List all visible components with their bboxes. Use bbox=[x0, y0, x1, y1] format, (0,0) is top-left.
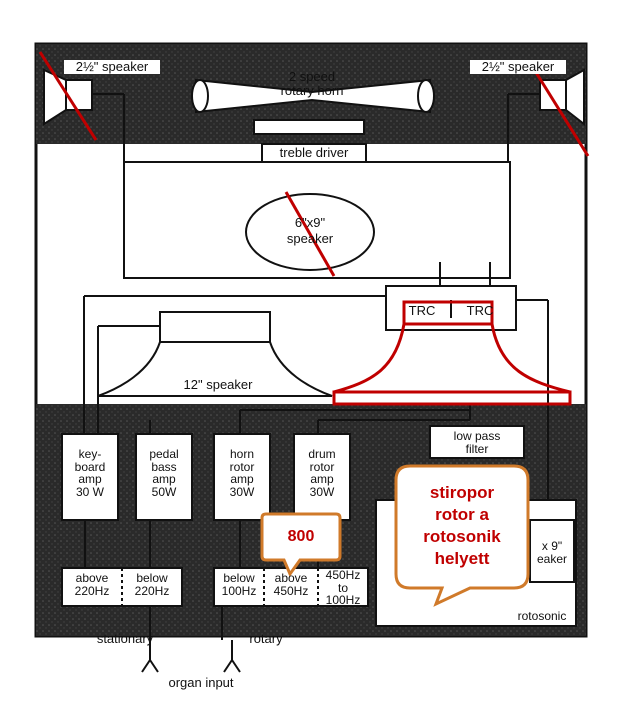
amp-box-keyboard bbox=[61, 433, 119, 521]
bubble-800 bbox=[260, 512, 342, 578]
bubble-800-text: 800 bbox=[287, 528, 315, 545]
oval-speaker-label-line1: 6"x9" bbox=[294, 215, 326, 230]
rotary-horn-right-mouth bbox=[417, 79, 435, 113]
rotosonic-speaker-label: x 9"eaker bbox=[536, 539, 568, 566]
bubble-note bbox=[394, 464, 530, 607]
treble-driver-label: treble driver bbox=[279, 145, 349, 160]
woofer-label: 12" speaker bbox=[183, 377, 253, 392]
rotary-horn-label-line1: 2 speed bbox=[288, 69, 336, 84]
left-small-speaker bbox=[65, 79, 93, 111]
woofer-cone bbox=[97, 341, 333, 397]
rotary-label: rotary bbox=[249, 631, 283, 646]
low-pass-filter-box bbox=[429, 425, 525, 459]
organ-input-plug-right bbox=[223, 658, 241, 673]
organ-input-label: organ input bbox=[168, 675, 234, 690]
trc-right-label: TRC bbox=[466, 303, 494, 318]
oval-speaker-label-line2: speaker bbox=[286, 231, 334, 246]
organ-input-plug-left bbox=[141, 658, 159, 673]
rotosonic-speaker-box bbox=[529, 519, 575, 583]
oval-speaker-baffle bbox=[123, 161, 511, 279]
left-speaker-label: 2½" speaker bbox=[64, 60, 160, 74]
rotary-horn bbox=[195, 78, 431, 114]
bubble-note-text: stiropor rotor a rotosonik helyett bbox=[423, 483, 501, 569]
rotary-horn-label-line2: rotary horn bbox=[280, 83, 344, 98]
rotary-horn-left-mouth bbox=[191, 79, 209, 113]
stationary-label: stationary bbox=[96, 631, 154, 646]
right-small-speaker-cone bbox=[565, 68, 585, 127]
horn-base bbox=[253, 119, 365, 135]
woofer-magnet bbox=[159, 311, 271, 343]
trc-left-label: TRC bbox=[408, 303, 436, 318]
amp-box-drum-rotor bbox=[293, 433, 351, 521]
amp-box-pedal-bass bbox=[135, 433, 193, 521]
amp-box-horn-rotor bbox=[213, 433, 271, 521]
red-annotations bbox=[38, 51, 590, 406]
rotosonic-label: rotosonic bbox=[517, 609, 567, 623]
right-speaker-label: 2½" speaker bbox=[470, 60, 566, 74]
